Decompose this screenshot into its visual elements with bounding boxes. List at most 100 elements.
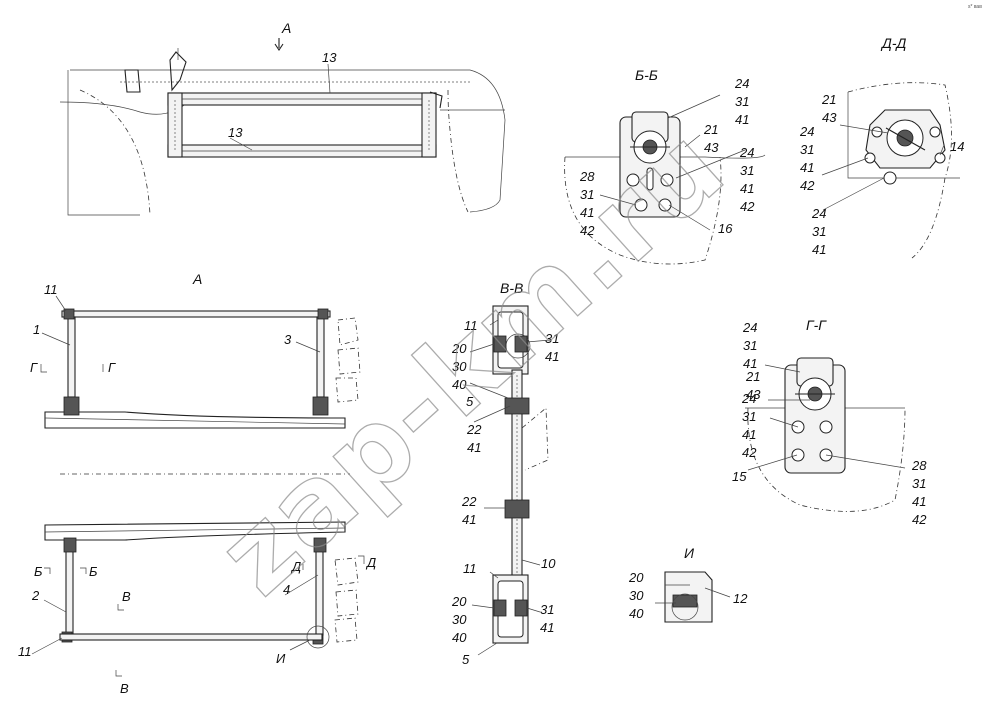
top-view — [59, 48, 506, 216]
callout: 5 — [462, 652, 470, 667]
callout: 30 — [629, 588, 644, 603]
callout: 20 — [451, 341, 467, 356]
callout: 5 — [466, 394, 474, 409]
callout: 41 — [735, 112, 749, 127]
callout: 2 — [31, 588, 40, 603]
callout: 24 — [734, 76, 749, 91]
callout: 14 — [950, 139, 964, 154]
callout: 41 — [540, 620, 554, 635]
section-mark-g-left: Г — [30, 360, 38, 375]
leader-lines — [31, 63, 945, 656]
section-mark-d-right-tick — [358, 555, 365, 564]
section-title-gg: Г-Г — [806, 317, 827, 333]
section-dd — [847, 82, 960, 259]
section-mark-v-lower: В — [120, 681, 129, 696]
callout: 31 — [912, 476, 926, 491]
section-mark-d-left: Д — [290, 559, 301, 574]
callout: 1 — [33, 322, 40, 337]
callout: 31 — [540, 602, 554, 617]
section-mark-i: И — [276, 651, 286, 666]
section-mark-g-left-tick — [40, 364, 47, 373]
callout: 24 — [742, 320, 757, 335]
callout: 21 — [821, 92, 836, 107]
callout: 41 — [580, 205, 594, 220]
section-title-dd: Д-Д — [880, 35, 907, 51]
callout: 24 — [739, 145, 754, 160]
view-a-lower — [44, 473, 359, 649]
view-title-a-top: A — [281, 20, 291, 36]
section-bb — [564, 111, 766, 265]
callout: 43 — [822, 110, 837, 125]
section-title-vv: В-В — [500, 280, 523, 296]
callout: 13 — [228, 125, 243, 140]
callout: 10 — [541, 556, 556, 571]
callout: 41 — [742, 427, 756, 442]
callout: 42 — [580, 223, 595, 238]
callout: 31 — [742, 409, 756, 424]
corner-text: s* вав — [968, 4, 982, 10]
view-a-upper — [44, 308, 361, 429]
callout: 40 — [452, 377, 467, 392]
section-mark-d-right: Д — [365, 555, 376, 570]
callout: 31 — [812, 224, 826, 239]
callout: 42 — [912, 512, 927, 527]
callout: 28 — [911, 458, 927, 473]
section-mark-b-left: Б — [34, 564, 43, 579]
callout: 24 — [741, 391, 756, 406]
watermark: zap-km.ru — [196, 104, 749, 619]
callout: 30 — [452, 359, 467, 374]
callout: 4 — [283, 582, 290, 597]
callout: 41 — [812, 242, 826, 257]
view-title-a: A — [192, 271, 202, 287]
callout: 31 — [740, 163, 754, 178]
callout: 31 — [545, 331, 559, 346]
callout: 41 — [545, 349, 559, 364]
section-mark-v-upper-tick — [117, 604, 124, 611]
callout: 22 — [461, 494, 477, 509]
view-arrow-a — [274, 38, 284, 51]
callout: 41 — [912, 494, 926, 509]
section-mark-b-right: Б — [89, 564, 98, 579]
callout: 41 — [800, 160, 814, 175]
callout: 21 — [703, 122, 718, 137]
callout: 43 — [746, 387, 761, 402]
callout: 12 — [733, 591, 748, 606]
callout: 31 — [580, 187, 594, 202]
callout: 30 — [452, 612, 467, 627]
callout: 24 — [799, 124, 814, 139]
callout: 11 — [463, 561, 477, 576]
callout: 40 — [452, 630, 467, 645]
callout: 22 — [466, 422, 482, 437]
section-mark-g-right: Г — [108, 360, 116, 375]
section-mark-v-lower-tick — [115, 670, 122, 677]
callout: 42 — [742, 445, 757, 460]
callout: 41 — [740, 181, 754, 196]
section-gg — [745, 357, 906, 512]
callout: 11 — [44, 282, 58, 297]
section-title-bb: Б-Б — [635, 67, 658, 83]
detail-i — [664, 571, 713, 623]
callout: 41 — [743, 356, 757, 371]
callout: 20 — [451, 594, 467, 609]
callout: 31 — [800, 142, 814, 157]
callout: 40 — [629, 606, 644, 621]
section-vv — [492, 305, 549, 644]
callout: 13 — [322, 50, 337, 65]
callout: 21 — [745, 369, 760, 384]
callout: 41 — [462, 512, 476, 527]
detail-title-i: И — [684, 545, 695, 561]
callout: 31 — [743, 338, 757, 353]
callout: 16 — [718, 221, 733, 236]
callouts: 13 13 11 1 3 2 4 11 24 31 41 21 43 24 31… — [18, 50, 964, 667]
callout: 15 — [732, 469, 747, 484]
callout: 41 — [467, 440, 481, 455]
callout: 43 — [704, 140, 719, 155]
callout: 28 — [579, 169, 595, 184]
callout: 42 — [740, 199, 755, 214]
callout: 31 — [735, 94, 749, 109]
callout: 20 — [628, 570, 644, 585]
callout: 3 — [284, 332, 292, 347]
section-mark-b-left-tick — [44, 567, 51, 574]
callout: 11 — [18, 644, 32, 659]
